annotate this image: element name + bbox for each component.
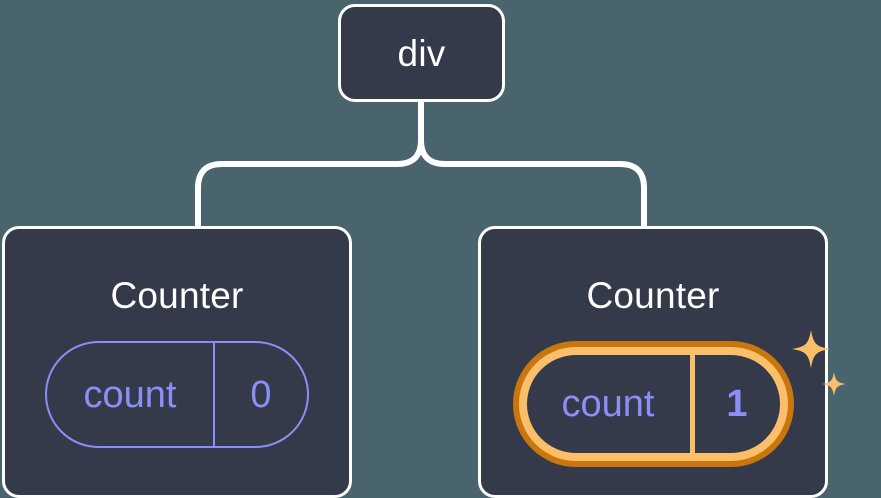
state-key-label: count bbox=[83, 373, 177, 416]
state-value-label: 0 bbox=[250, 373, 272, 416]
node-root-div[interactable]: div bbox=[338, 4, 505, 102]
state-pill[interactable]: count 0 bbox=[45, 341, 309, 448]
state-value-cell: 1 bbox=[695, 355, 780, 453]
node-counter-left[interactable]: Counter count 0 bbox=[2, 226, 352, 498]
state-key-label: count bbox=[561, 383, 655, 425]
connector-path-right bbox=[418, 97, 647, 231]
sparkle-large-icon bbox=[791, 330, 830, 368]
node-counter-right[interactable]: Counter count 1 bbox=[478, 226, 846, 498]
node-title: Counter bbox=[110, 275, 244, 316]
state-pill-highlighted[interactable]: count 1 bbox=[512, 341, 794, 467]
state-pill-inner: count 1 bbox=[526, 355, 780, 453]
node-title: Counter bbox=[586, 275, 720, 316]
sparkle-small-icon bbox=[821, 372, 846, 396]
connector-path-left bbox=[195, 97, 424, 231]
node-root-label: div bbox=[397, 32, 446, 74]
state-value-label: 1 bbox=[726, 383, 748, 425]
state-value-cell: 0 bbox=[215, 343, 307, 446]
sparkles-group bbox=[791, 330, 846, 396]
state-pill-wrapper: count 1 bbox=[512, 330, 846, 467]
state-key-cell: count bbox=[527, 355, 695, 453]
state-key-cell: count bbox=[47, 343, 215, 446]
state-pill-wrapper: count 0 bbox=[45, 341, 309, 448]
